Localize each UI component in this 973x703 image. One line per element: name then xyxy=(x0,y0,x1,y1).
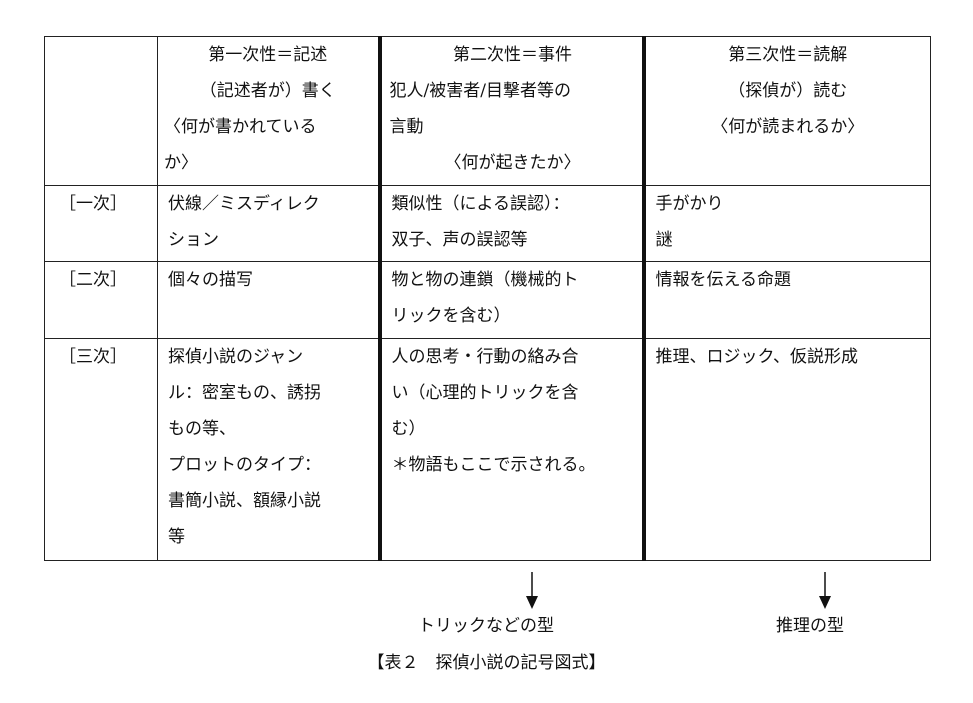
table-header-row: 第一次性＝記述 （記述者が）書く 〈何が書かれている か〉 第二次性＝事件 犯人… xyxy=(44,36,931,186)
header-second-order-title: 第二次性＝事件 xyxy=(453,45,572,65)
table-caption: 【表２ 探偵小説の記号図式】 xyxy=(367,653,606,673)
cell-first-event: 類似性（による誤認）： 双子、声の誤認等 xyxy=(377,185,646,262)
cell-text-line: ＊物語もここで示される。 xyxy=(391,455,596,475)
header-third-order-subtitle: （探偵が）読む xyxy=(728,81,848,101)
semiotic-schema-table: 第一次性＝記述 （記述者が）書く 〈何が書かれている か〉 第二次性＝事件 犯人… xyxy=(44,36,931,561)
table-row: ［三次］ 探偵小説のジャン ル：密室もの、誘拐 もの等、 プロットのタイプ： 書… xyxy=(44,338,931,561)
header-third-order-question: 〈何が読まれるか〉 xyxy=(711,117,865,137)
cell-text-line: ル：密室もの、誘拐 xyxy=(168,383,321,403)
cell-text-line: 情報を伝える命題 xyxy=(655,270,792,290)
cell-third-reading: 推理、ロジック、仮説形成 xyxy=(643,338,931,561)
cell-text-line: 等 xyxy=(168,527,185,547)
table-row: ［一次］ 伏線／ミスディレク ション 類似性（による誤認）： 双子、声の誤認等 … xyxy=(44,185,931,262)
header-first-order-subtitle: （記述者が）書く xyxy=(199,81,336,101)
trick-type-label: トリックなどの型 xyxy=(418,616,554,636)
row-label-third: ［三次］ xyxy=(44,338,158,561)
cell-text-line: プロットのタイプ： xyxy=(168,455,321,475)
header-third-order-title: 第三次性＝読解 xyxy=(728,45,848,65)
header-first-order: 第一次性＝記述 （記述者が）書く 〈何が書かれている か〉 xyxy=(157,36,380,186)
cell-text-line: 個々の描写 xyxy=(168,270,253,290)
reasoning-type-label: 推理の型 xyxy=(776,616,844,636)
header-second-order: 第二次性＝事件 犯人/被害者/目撃者等の 言動 〈何が起きたか〉 xyxy=(377,36,646,186)
cell-text-line: 謎 xyxy=(655,230,673,250)
cell-text-line: 伏線／ミスディレク xyxy=(168,194,320,214)
header-second-order-subtitle-cont: 言動 xyxy=(389,117,424,137)
cell-text-line: 双子、声の誤認等 xyxy=(391,230,528,250)
cell-text-line: む） xyxy=(391,419,426,439)
cell-text-line: 書簡小説、額縁小説 xyxy=(168,491,321,511)
header-first-order-question: 〈何が書かれている xyxy=(164,117,317,137)
cell-second-description: 個々の描写 xyxy=(157,261,380,339)
header-second-order-question: 〈何が起きたか〉 xyxy=(444,153,581,173)
cell-second-event: 物と物の連鎖（機械的ト リックを含む） xyxy=(377,261,646,339)
cell-text-line: もの等、 xyxy=(168,419,236,439)
cell-first-reading: 手がかり 謎 xyxy=(643,185,931,262)
down-arrow-icon xyxy=(526,572,538,609)
header-second-order-subtitle: 犯人/被害者/目撃者等の xyxy=(389,81,571,101)
row-label-second: ［二次］ xyxy=(44,261,158,339)
cell-text-line: 推理、ロジック、仮説形成 xyxy=(655,347,858,367)
cell-text-line: い（心理的トリックを含 xyxy=(391,383,579,403)
cell-text-line: 物と物の連鎖（機械的ト xyxy=(391,270,579,290)
row-label-first: ［一次］ xyxy=(44,185,158,262)
down-arrow-icon xyxy=(819,572,831,609)
header-first-order-question-cont: か〉 xyxy=(164,153,198,173)
table-row: ［二次］ 個々の描写 物と物の連鎖（機械的ト リックを含む） 情報を伝える命題 xyxy=(44,261,931,339)
cell-third-event: 人の思考・行動の絡み合 い（心理的トリックを含 む） ＊物語もここで示される。 xyxy=(377,338,646,561)
cell-first-description: 伏線／ミスディレク ション xyxy=(157,185,380,262)
header-first-order-title: 第一次性＝記述 xyxy=(208,45,328,65)
header-blank-cell xyxy=(44,36,158,186)
header-third-order: 第三次性＝読解 （探偵が）読む 〈何が読まれるか〉 xyxy=(643,36,931,186)
cell-second-reading: 情報を伝える命題 xyxy=(643,261,931,339)
cell-text-line: リックを含む） xyxy=(391,306,511,326)
cell-text-line: ション xyxy=(168,230,219,250)
cell-third-description: 探偵小説のジャン ル：密室もの、誘拐 もの等、 プロットのタイプ： 書簡小説、額… xyxy=(157,338,380,561)
cell-text-line: 類似性（による誤認）： xyxy=(391,194,570,214)
cell-text-line: 手がかり xyxy=(655,194,724,214)
cell-text-line: 探偵小説のジャン xyxy=(168,347,304,367)
cell-text-line: 人の思考・行動の絡み合 xyxy=(391,347,579,367)
